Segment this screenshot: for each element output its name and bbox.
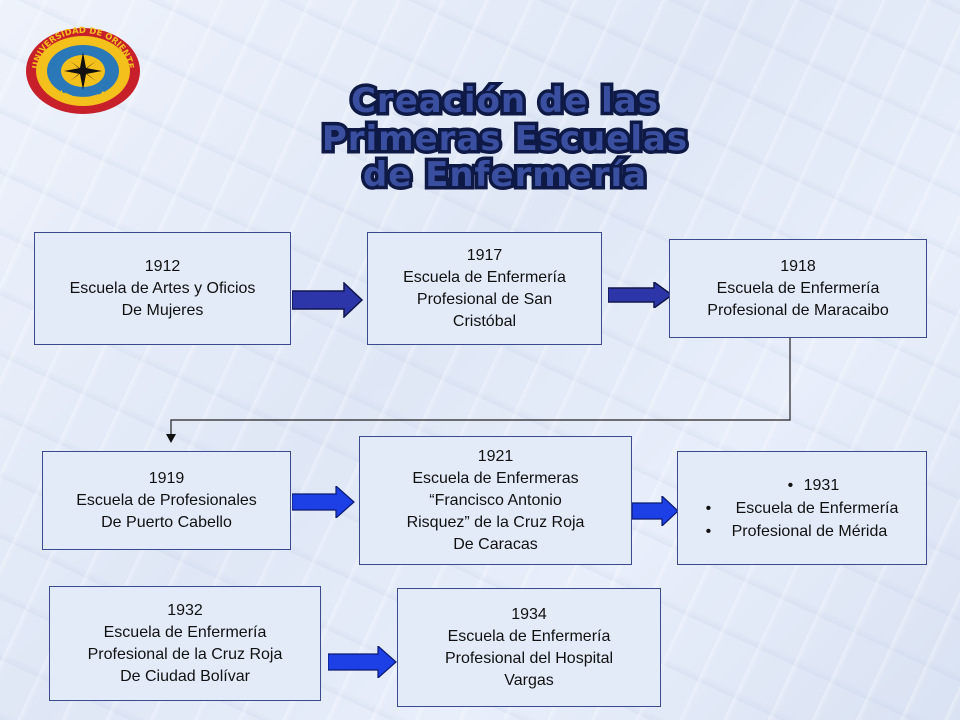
school-box-1918: 1918 Escuela de Enfermería Profesional d…: [669, 239, 927, 338]
school-name-line: De Puerto Cabello: [101, 513, 232, 531]
school-year: 1921: [477, 447, 514, 465]
school-name-line: Escuela de Enfermería: [706, 497, 899, 520]
title-line-3: de Enfermería: [363, 155, 647, 194]
school-name-line: Profesional de San: [416, 290, 553, 308]
flow-arrow: [608, 282, 674, 308]
page-title: Creación de las Primeras Escuelas de Enf…: [318, 82, 690, 194]
school-box-1921: 1921 Escuela de Enfermeras “Francisco An…: [359, 436, 632, 565]
school-box-1934: 1934 Escuela de Enfermería Profesional d…: [397, 588, 661, 707]
title-line-2: Primeras Escuelas: [322, 119, 688, 159]
flow-arrow: [632, 496, 679, 526]
flow-arrow: [328, 646, 397, 678]
school-box-1931: 1931 Escuela de Enfermería Profesional d…: [677, 451, 927, 565]
school-year: 1932: [167, 601, 203, 619]
school-year: 1934: [511, 605, 547, 623]
school-name-line: Escuela de Enfermeras: [412, 469, 579, 487]
school-name-line: Escuela de Profesionales: [76, 491, 257, 509]
university-seal-logo: UNIVERSIDAD DE ORIENTE VENEZUELA: [26, 26, 140, 114]
school-name-line: Escuela de Enfermería: [447, 627, 611, 645]
flow-arrow: [292, 282, 364, 318]
school-year: 1919: [148, 469, 185, 487]
school-name-line: De Caracas: [453, 535, 538, 553]
school-name-line: Profesional del Hospital: [444, 649, 614, 667]
school-box-1932: 1932 Escuela de Enfermería Profesional d…: [49, 586, 321, 701]
school-name-line: Profesional de Mérida: [706, 520, 899, 543]
school-name-line: Profesional de Maracaibo: [707, 301, 889, 319]
school-name-line: Escuela de Enfermería: [403, 268, 566, 286]
school-year: 1912: [144, 257, 181, 275]
school-year: 1918: [780, 257, 816, 275]
school-box-1912: 1912 Escuela de Artes y Oficios De Mujer…: [34, 232, 291, 345]
school-name-line: Risquez” de la Cruz Roja: [406, 513, 585, 531]
school-name-line: Cristóbal: [452, 312, 517, 330]
school-name-line: Profesional de la Cruz Roja: [87, 645, 283, 663]
school-name-line: De Ciudad Bolívar: [120, 667, 250, 685]
school-name-line: “Francisco Antonio: [429, 491, 562, 509]
school-name-line: De Mujeres: [121, 301, 204, 319]
school-box-1919: 1919 Escuela de Profesionales De Puerto …: [42, 451, 291, 550]
school-name-line: Escuela de Enfermería: [716, 279, 880, 297]
school-bullet-list: 1931 Escuela de Enfermería Profesional d…: [706, 474, 899, 543]
school-year: 1931: [788, 474, 899, 497]
title-line-1: Creación de las: [351, 82, 659, 121]
school-box-1917: 1917 Escuela de Enfermería Profesional d…: [367, 232, 602, 345]
school-year: 1917: [466, 246, 503, 264]
school-name-line: Vargas: [504, 671, 554, 689]
school-name-line: Escuela de Enfermería: [103, 623, 267, 641]
flow-arrow: [292, 486, 355, 518]
school-name-line: Escuela de Artes y Oficios: [69, 279, 256, 297]
